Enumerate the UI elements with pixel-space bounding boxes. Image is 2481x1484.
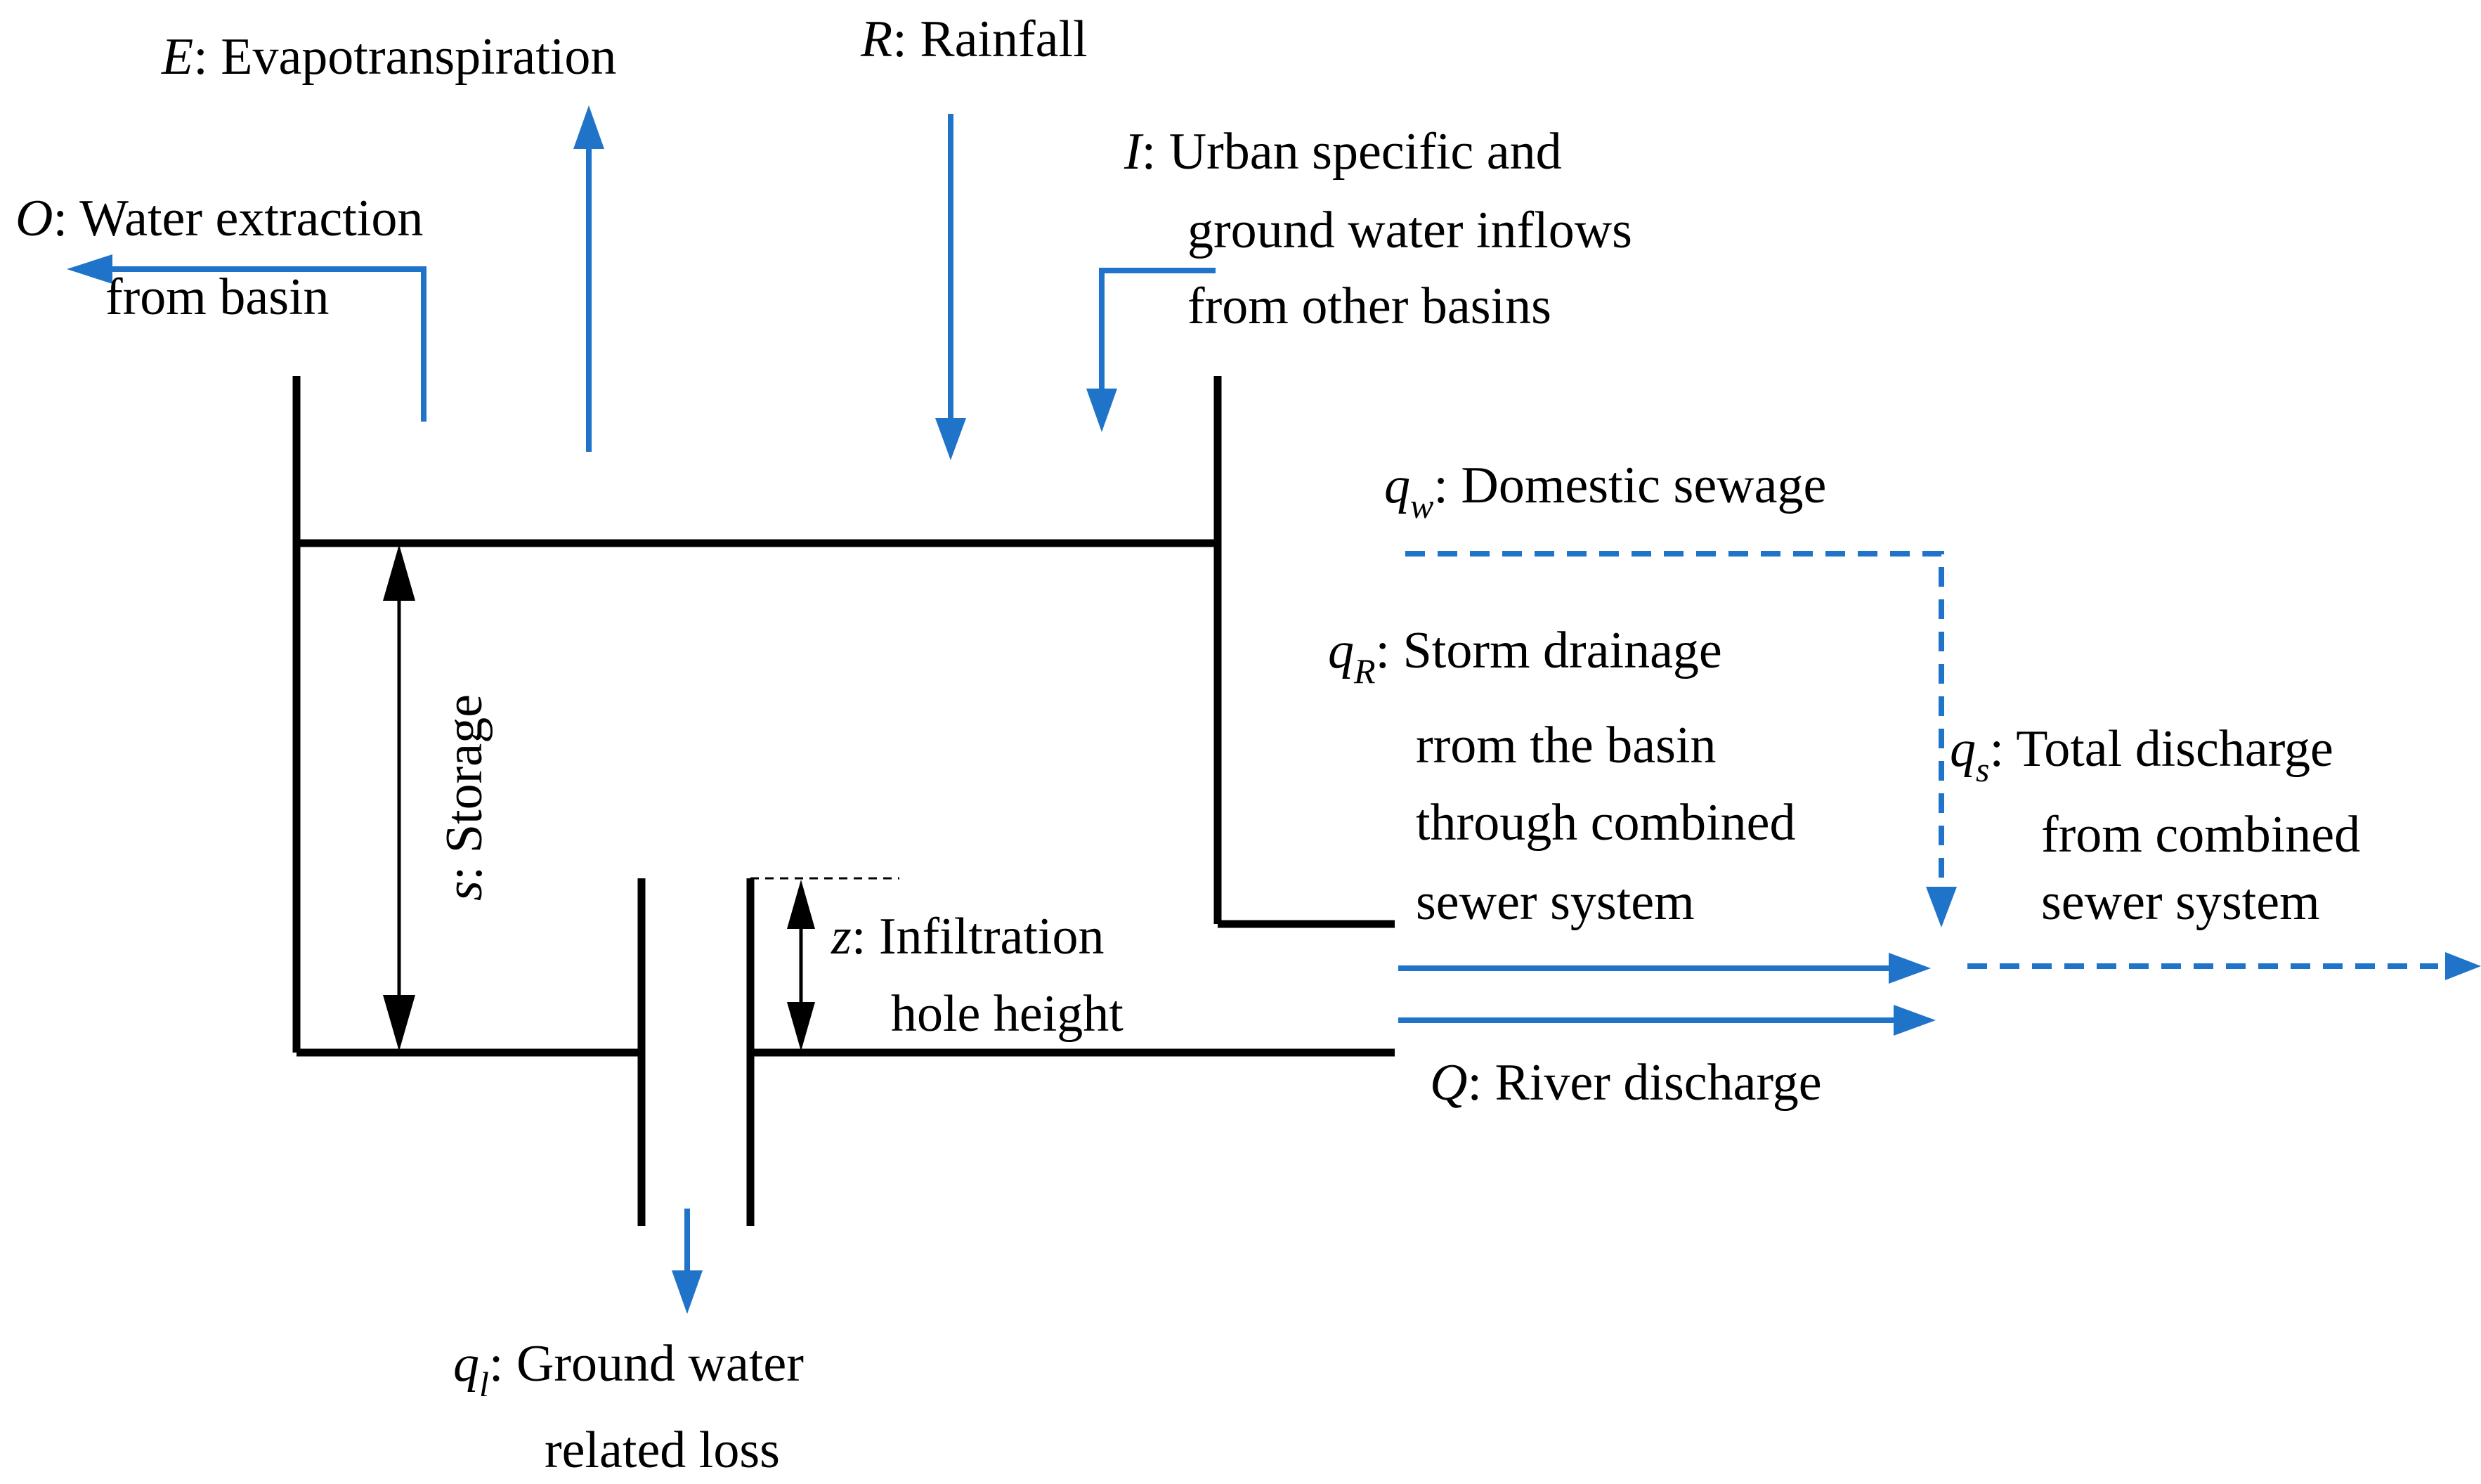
- rainfall-label: R: Rainfall: [860, 11, 1088, 68]
- river-discharge-arrowhead: [1894, 1005, 1936, 1036]
- urban-inflows-arrowhead: [1086, 389, 1117, 432]
- total-discharge-arrowhead: [2445, 952, 2481, 980]
- water-extraction-line2: from basin: [105, 268, 330, 326]
- total-discharge-line1: : Total discharge: [1989, 720, 2333, 778]
- infiltration-arrowhead-up: [787, 880, 815, 929]
- domestic-sewage-subscript: w: [1410, 486, 1433, 526]
- domestic-sewage-arrow: [1405, 551, 1944, 892]
- total-discharge-label: qs: Total discharge: [1950, 720, 2333, 789]
- domestic-sewage-label: qw: Domestic sewage: [1384, 457, 1826, 526]
- total-discharge-symbol: q: [1950, 720, 1976, 778]
- urban-inflows-line3: from other basins: [1187, 278, 1551, 335]
- storage-arrowhead-down: [383, 995, 415, 1051]
- storm-drainage-subscript: R: [1353, 651, 1376, 691]
- ground-water-loss-line1: : Ground water: [489, 1335, 804, 1393]
- evapotranspiration-arrowhead: [573, 105, 604, 149]
- urban-inflows-label: I: Urban specific and: [1124, 123, 1562, 181]
- river-discharge-symbol: Q: [1430, 1054, 1467, 1112]
- storm-drainage-line1: : Storm drainage: [1376, 622, 1722, 679]
- rainfall-text: : Rainfall: [892, 11, 1087, 68]
- urban-inflows-line1: : Urban specific and: [1142, 123, 1562, 181]
- storm-drainage-line2: rrom the basin: [1416, 717, 1716, 774]
- storm-drainage-line4: sewer system: [1416, 873, 1695, 931]
- storm-drainage-label: qR: Storm drainage: [1328, 622, 1722, 691]
- ground-water-loss-symbol: q: [453, 1335, 479, 1393]
- domestic-sewage-text: : Domestic sewage: [1433, 457, 1826, 514]
- flow-arrows: [67, 105, 2481, 1314]
- water-extraction-arrow: [105, 266, 426, 422]
- infiltration-line2: hole height: [891, 985, 1124, 1043]
- storage-dimension: [383, 545, 415, 1051]
- infiltration-line1: : Infiltration: [852, 908, 1105, 965]
- storm-drainage-symbol: q: [1328, 622, 1354, 679]
- rainfall-arrowhead: [935, 418, 966, 460]
- infiltration-label: z: Infiltration: [831, 908, 1104, 965]
- water-extraction-line1: : Water extraction: [53, 190, 423, 247]
- storm-drainage-line3: through combined: [1416, 794, 1796, 852]
- river-discharge-label: Q: River discharge: [1430, 1054, 1822, 1112]
- urban-inflows-arrow: [1099, 268, 1216, 393]
- ground-water-loss-label: ql: Ground water: [453, 1335, 804, 1404]
- evapotranspiration-label: E: Evapotranspiration: [161, 28, 616, 86]
- infiltration-arrowhead-down: [787, 1002, 815, 1051]
- infiltration-symbol: z: [831, 908, 852, 965]
- evapotranspiration-text: : Evapotranspiration: [193, 28, 616, 86]
- ground-water-loss-arrowhead: [672, 1270, 703, 1314]
- total-discharge-line2: from combined: [2041, 806, 2360, 864]
- water-extraction-label: O: Water extraction: [15, 190, 423, 247]
- basin-structure: [292, 376, 1395, 1226]
- storage-text: : Storage: [436, 694, 493, 880]
- water-extraction-symbol: O: [15, 190, 53, 247]
- evapotranspiration-symbol: E: [161, 28, 193, 86]
- urban-inflows-symbol: I: [1124, 123, 1144, 181]
- storm-drainage-arrowhead: [1889, 953, 1931, 984]
- river-discharge-text: : River discharge: [1467, 1054, 1821, 1112]
- storage-label: s: Storage: [436, 694, 493, 901]
- total-discharge-line3: sewer system: [2041, 873, 2320, 931]
- rainfall-symbol: R: [860, 11, 892, 68]
- infiltration-dimension: [750, 877, 899, 1051]
- domestic-sewage-arrowhead: [1926, 887, 1957, 928]
- ground-water-loss-subscript: l: [479, 1365, 489, 1404]
- total-discharge-subscript: s: [1976, 750, 1989, 789]
- domestic-sewage-symbol: q: [1384, 457, 1410, 514]
- ground-water-loss-line2: related loss: [545, 1421, 780, 1479]
- storage-arrowhead-up: [383, 545, 415, 601]
- urban-inflows-line2: ground water inflows: [1187, 202, 1632, 259]
- labels: E: Evapotranspiration R: Rainfall O: Wat…: [15, 11, 2360, 1479]
- water-extraction-arrowhead: [67, 254, 112, 284]
- storage-symbol: s: [436, 880, 493, 901]
